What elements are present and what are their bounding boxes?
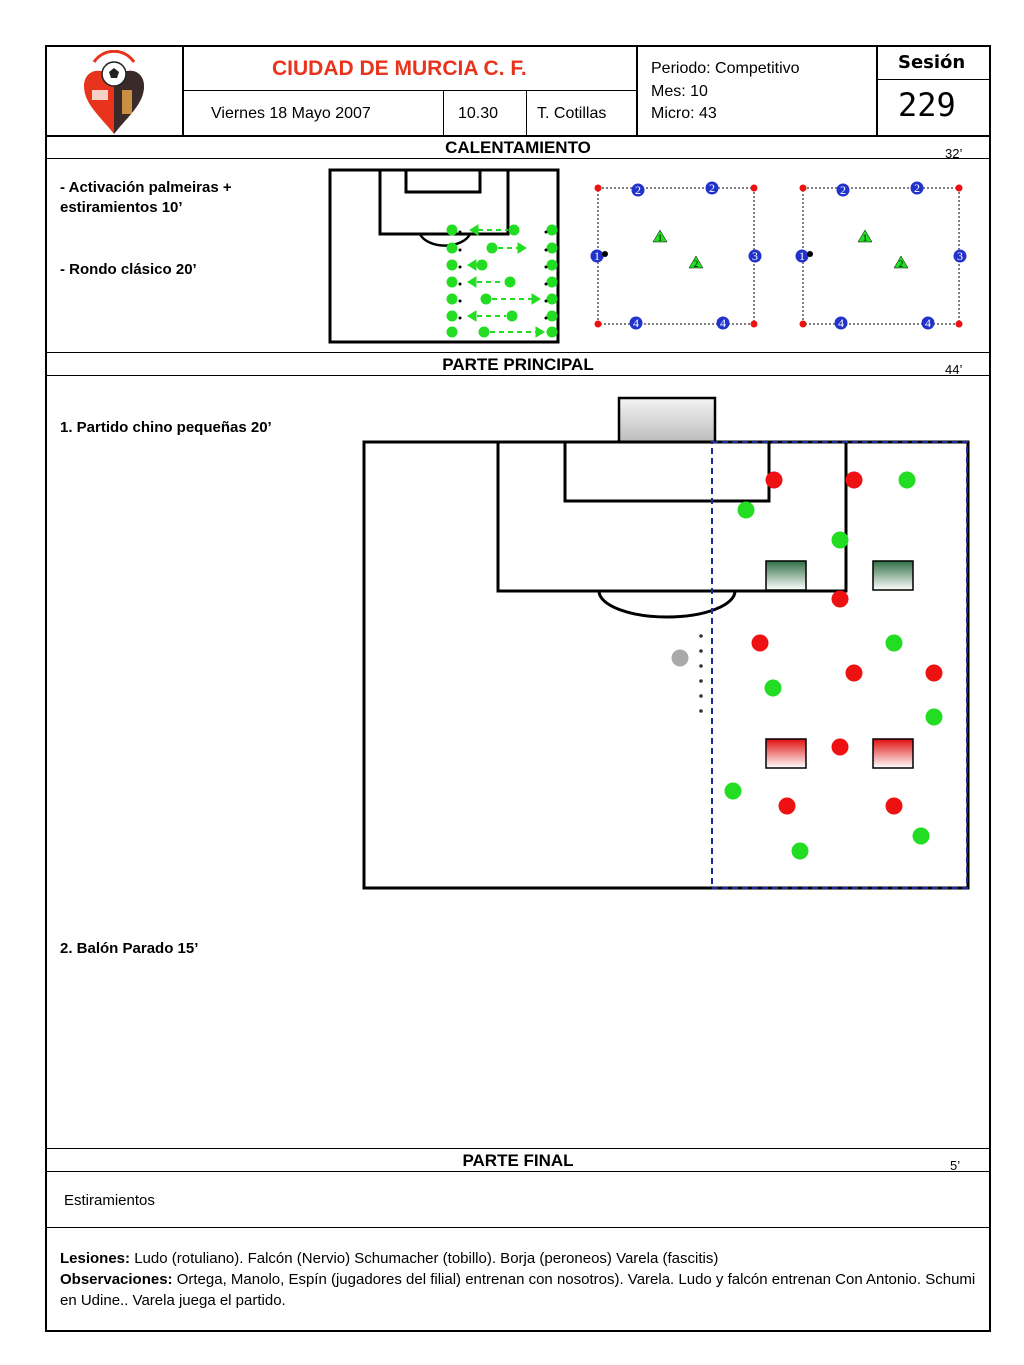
main-bar-top	[45, 352, 991, 353]
main-minutes: 44’	[945, 362, 963, 377]
rondo-diagram-2: 2 2 1 3 4 4 1 2	[795, 181, 967, 330]
header-divider-3	[876, 45, 878, 136]
rondo1-ball	[602, 251, 608, 257]
session-date: Viernes 18 Mayo 2007	[211, 105, 371, 122]
periodo: Periodo: Competitivo	[651, 60, 800, 77]
rondo1-player-left: 1	[594, 249, 600, 263]
session-time: 10.30	[458, 105, 499, 122]
rondo1-player-right: 3	[752, 249, 758, 263]
frame-right	[989, 45, 991, 1332]
session-number: 229	[898, 86, 956, 124]
micro: Micro: 43	[651, 105, 717, 122]
warmup-item-2: - Rondo clásico 20’	[60, 261, 197, 278]
red-team	[751, 471, 943, 815]
final-title: PARTE FINAL	[462, 1151, 574, 1170]
header-mid-line	[182, 90, 637, 91]
rondo1-player-bottom-left: 4	[633, 316, 639, 330]
main-item-2: 2. Balón Parado 15’	[60, 940, 199, 957]
observaciones-label: Observaciones:	[60, 1271, 173, 1288]
rondo2-player-left: 1	[799, 249, 805, 263]
goal	[617, 396, 717, 444]
final-bar-top	[45, 1148, 991, 1149]
palmeiras-drill	[446, 224, 558, 338]
rondo1-player-top-right: 2	[709, 181, 715, 195]
header-divider-2	[636, 45, 638, 136]
club-name: CIUDAD DE MURCIA C. F.	[272, 57, 527, 80]
mes: Mes: 10	[651, 83, 708, 100]
warmup-bar-bottom	[45, 158, 991, 159]
mini-goal-red-2	[872, 738, 914, 769]
final-bar-bottom	[45, 1171, 991, 1172]
rondo1-player-top-left: 2	[635, 183, 641, 197]
warmup-pitch-diagram	[328, 168, 560, 344]
header-divider-date	[443, 90, 444, 136]
lesiones-label: Lesiones:	[60, 1250, 131, 1267]
rondo2-defender-a: 1	[863, 233, 868, 243]
rondo1-player-bottom-right: 4	[720, 316, 726, 330]
rondo-diagram-1: 2 2 1 3 4 4 1 2	[590, 181, 762, 330]
notes-block: Lesiones: Ludo (rotuliano). Falcón (Nerv…	[60, 1248, 980, 1311]
rondo1-defender-a: 1	[658, 233, 663, 243]
warmup-minutes: 32’	[945, 146, 963, 161]
ball-line	[699, 634, 703, 713]
mini-goal-green-1	[765, 560, 807, 591]
goalkeeper	[671, 649, 689, 667]
observaciones-text: Ortega, Manolo, Espín (jugadores del fil…	[60, 1271, 976, 1309]
main-item-1: 1. Partido chino pequeñas 20’	[60, 419, 272, 436]
rondo2-player-bottom-left: 4	[838, 316, 844, 330]
rondo2-defender-b: 2	[899, 259, 904, 269]
rondo2-player-top-right: 2	[914, 181, 920, 195]
header-bottom-line	[45, 135, 991, 137]
notes-top	[45, 1227, 991, 1228]
lesiones-text: Ludo (rotuliano). Falcón (Nervio) Schuma…	[130, 1250, 719, 1267]
mini-goal-green-2	[872, 560, 914, 591]
main-pitch-diagram	[362, 396, 970, 890]
frame-bottom	[45, 1330, 991, 1332]
main-bar-bottom	[45, 375, 991, 376]
header-divider-time	[526, 90, 527, 136]
warmup-item-1-line-1: - Activación palmeiras +	[60, 179, 232, 196]
frame-left	[45, 45, 47, 1332]
coach-name: T. Cotillas	[537, 105, 607, 122]
main-title: PARTE PRINCIPAL	[442, 355, 594, 374]
green-team	[724, 471, 943, 860]
rondo2-player-top-left: 2	[840, 183, 846, 197]
rondo1-defender-b: 2	[694, 259, 699, 269]
warmup-title: CALENTAMIENTO	[445, 138, 591, 157]
mini-goal-red-1	[765, 738, 807, 769]
final-minutes: 5’	[950, 1158, 961, 1173]
rondo2-player-bottom-right: 4	[925, 316, 931, 330]
club-logo	[84, 50, 144, 134]
rondo2-ball	[807, 251, 813, 257]
session-mid-line	[876, 79, 991, 80]
warmup-item-1-line-2: estiramientos 10’	[60, 199, 183, 216]
final-item-1: Estiramientos	[64, 1192, 155, 1209]
frame-top	[45, 45, 991, 47]
session-label: Sesión	[898, 52, 966, 73]
rondo2-player-right: 3	[957, 249, 963, 263]
